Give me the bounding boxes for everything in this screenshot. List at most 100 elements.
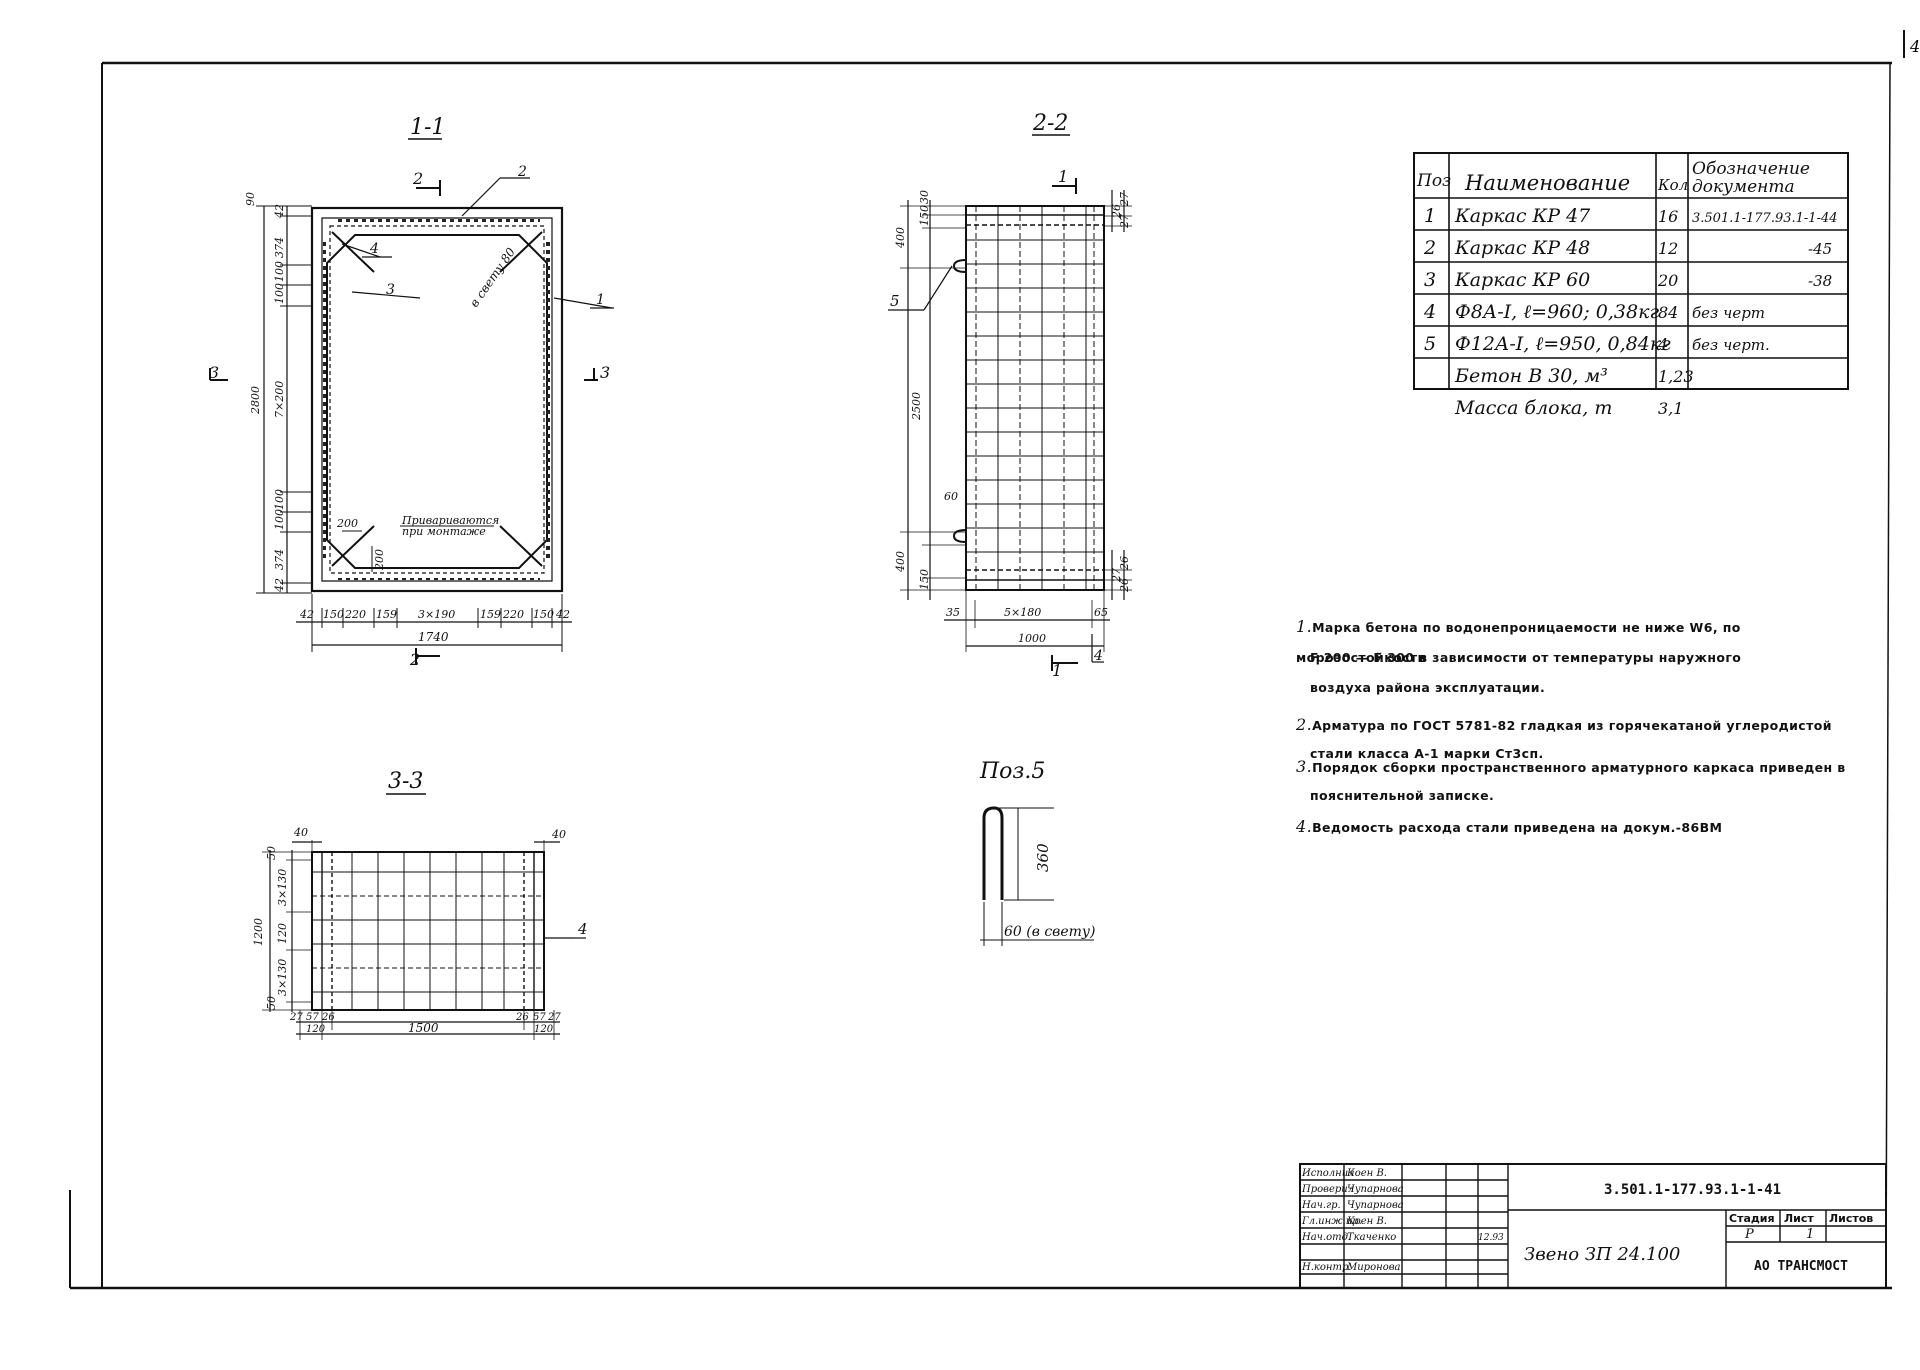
item-name: Звено ЗП 24.100 <box>1524 1244 1680 1265</box>
dim-overall-width: 1500 <box>408 1021 439 1035</box>
spec-cell: Масса блока, т <box>1454 397 1612 419</box>
dim: 150 <box>533 608 554 621</box>
page-number: 4 <box>1909 37 1920 56</box>
dim: 26 <box>1110 204 1123 219</box>
title-block-date: 12.93 <box>1478 1233 1504 1243</box>
dim: 26 <box>515 1012 529 1023</box>
spec-cell: 1 <box>1424 205 1436 227</box>
poz5-title: Поз.5 <box>979 759 1045 784</box>
leader-1: 1 <box>596 292 605 308</box>
dim: 100 <box>273 261 286 282</box>
spec-cell: -38 <box>1808 272 1832 290</box>
dim: 27 <box>1118 192 1131 207</box>
dim: 120 <box>306 1024 326 1035</box>
spec-cell: 4 <box>1657 335 1668 354</box>
view-1-1-title: 1-1 <box>410 115 445 140</box>
view-2-2: 2-2 <box>965 111 1105 591</box>
note-line: пояснительной записке. <box>1296 780 1866 811</box>
title-block <box>1299 1163 1887 1289</box>
view-2-2-mesh <box>966 206 1104 590</box>
view-3-3-mesh <box>312 852 544 1010</box>
note-line: 4.Ведомость расхода стали приведена на д… <box>1296 812 1866 843</box>
spec-cell: 12 <box>1658 239 1678 258</box>
note-number: 1. <box>1296 617 1313 636</box>
view-3-3-title: 3-3 <box>388 769 423 794</box>
dim: 57 <box>533 1012 546 1023</box>
spec-cell: 4 <box>1423 301 1436 323</box>
dim: 42 <box>273 578 286 593</box>
dim: 120 <box>276 923 289 944</box>
section-mark-top: 2 <box>412 169 423 188</box>
poz5-dim-height: 360 <box>1034 843 1052 872</box>
dim: 27 <box>547 1012 561 1023</box>
note-line: 1.Марка бетона по водонепроницаемости не… <box>1296 612 1866 673</box>
dim: 3×190 <box>418 608 455 621</box>
dim: 3×130 <box>276 869 289 906</box>
spec-table-text: Поз Наименование Кол Обозначение докумен… <box>1416 159 1810 197</box>
dim: 100 <box>273 489 286 510</box>
spec-header-pos: Поз <box>1416 171 1451 191</box>
spec-cell: 5 <box>1424 333 1436 355</box>
dim: 42 <box>299 608 314 621</box>
dim: 5×180 <box>1004 606 1041 619</box>
note-number: 2. <box>1296 715 1313 734</box>
spec-cell: без черт <box>1692 304 1765 322</box>
dim: 26 <box>1118 578 1131 593</box>
section-mark-1-top: 1 <box>1058 167 1068 186</box>
spec-cell: -45 <box>1808 240 1832 258</box>
spec-cell: Ф12А-I, ℓ=950, 0,84кг <box>1455 333 1671 355</box>
dim: 100 <box>273 283 286 304</box>
sheet-frame <box>69 30 1905 1290</box>
title-block-text: 12.93 3.501.1-177.93.1-1-41 Звено ЗП 24.… <box>1478 1182 1873 1274</box>
spec-header-qty: Кол <box>1657 176 1688 194</box>
signer-name: Миронова <box>1346 1262 1401 1273</box>
signer-name: Ткаченко <box>1347 1232 1396 1243</box>
leader-4: 4 <box>369 241 379 257</box>
section-mark-right: 3 <box>600 363 610 382</box>
dim: 150 <box>323 608 344 621</box>
sheet-value: 1 <box>1806 1227 1814 1242</box>
spec-cell: 2 <box>1423 237 1436 259</box>
leader-5: 5 <box>890 292 900 310</box>
note-text: Арматура по ГОСТ 5781-82 гладкая из горя… <box>1312 718 1832 733</box>
spec-cell: Бетон В 30, м³ <box>1454 365 1608 387</box>
sheets-label: Листов <box>1829 1212 1873 1225</box>
view-1-1-dim-labels: 90 42 374 100 100 7×200 100 100 374 42 2… <box>244 192 570 644</box>
spec-cell: Ф8А-I, ℓ=960; 0,38кг <box>1455 301 1659 323</box>
view-1-1: 1-1 2 2 3 3 2 4 <box>209 115 614 669</box>
spec-header-doc: Обозначение <box>1692 159 1810 179</box>
dim-overall-height: 1200 <box>252 918 265 946</box>
poz5-dim-width: 60 (в свету) <box>1004 924 1095 940</box>
signer-name: Коен В. <box>1346 1168 1387 1179</box>
note-line: 3.Порядок сборки пространственного армат… <box>1296 752 1866 783</box>
spec-header-doc-2: документа <box>1692 177 1795 197</box>
section-mark-1-bottom: 1 <box>1052 661 1062 680</box>
spec-cell: 16 <box>1658 207 1678 226</box>
stage-label: Стадия <box>1729 1212 1775 1225</box>
view-2-2-dims <box>888 178 1132 671</box>
dim: 150 <box>918 205 931 226</box>
stage-value: Р <box>1744 1227 1754 1242</box>
note-text: Порядок сборки пространственного арматур… <box>1312 760 1846 775</box>
inner-dim-200b: 200 <box>373 549 386 571</box>
signer-role: Н.контр. <box>1301 1262 1352 1273</box>
dim: 26 <box>321 1012 335 1023</box>
note-text: стали класса А-1 марки Ст3сп. <box>1310 746 1544 761</box>
dim: 220 <box>344 608 366 621</box>
dim-overall-width: 1740 <box>418 630 449 644</box>
weld-note-1: Привариваются <box>401 514 499 527</box>
dim-overall-height: 2800 <box>249 386 262 415</box>
dim: 220 <box>502 608 524 621</box>
poz5-detail: Поз.5 <box>979 759 1094 946</box>
dim: 35 <box>946 606 960 619</box>
dim: 374 <box>273 237 286 258</box>
dim: 27 <box>1110 568 1123 583</box>
note-number: 3. <box>1296 757 1313 776</box>
dim: 65 <box>1094 606 1108 619</box>
signer-role: Проверил <box>1301 1184 1354 1195</box>
dim: 150 <box>918 569 931 590</box>
section-mark-bottom: 2 <box>409 650 420 669</box>
dim: 90 <box>244 192 257 206</box>
dim: 27 <box>289 1012 303 1023</box>
